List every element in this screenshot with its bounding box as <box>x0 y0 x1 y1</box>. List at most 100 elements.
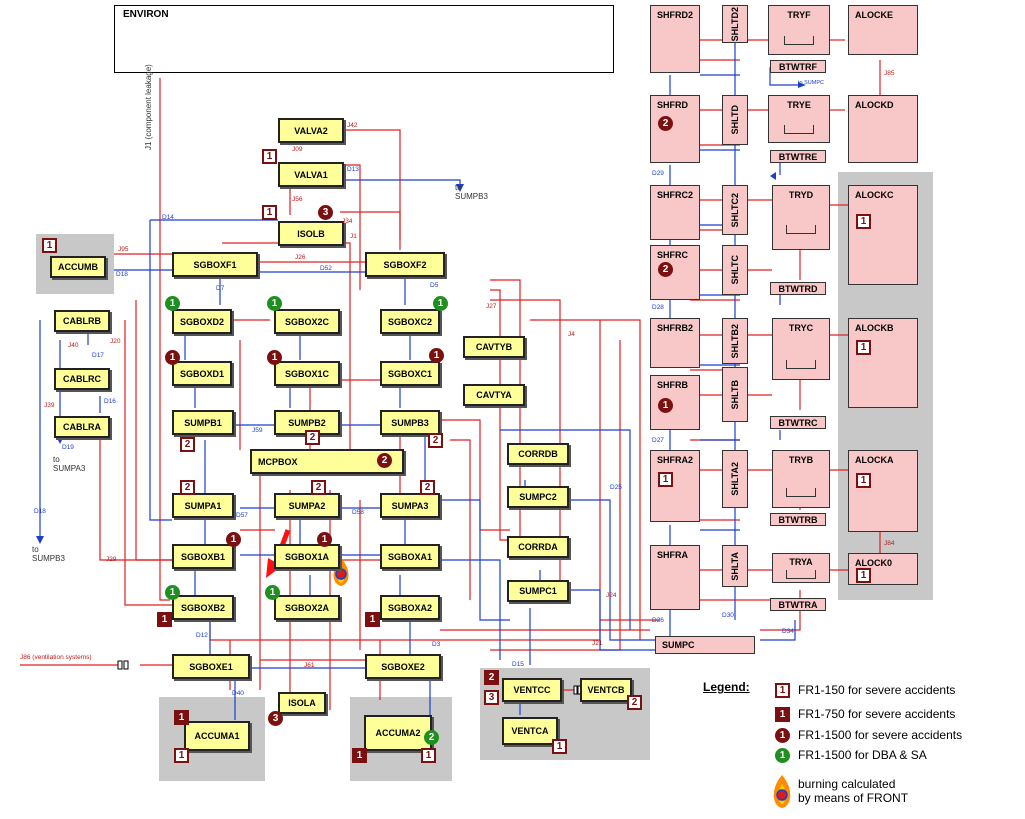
badge: 1 <box>856 340 871 355</box>
room-shfrc2[interactable]: SHFRC2 <box>650 185 700 240</box>
room-trye[interactable]: TRYE <box>768 95 830 143</box>
node-ventca[interactable]: VENTCA <box>502 717 558 745</box>
node-sgboxc1[interactable]: SGBOXC1 <box>380 361 440 386</box>
node-cavtya[interactable]: CAVTYA <box>463 384 525 406</box>
port-label: J20 <box>110 338 121 345</box>
node-sumpc1[interactable]: SUMPC1 <box>507 580 569 602</box>
node-accuma1[interactable]: ACCUMA1 <box>184 721 250 751</box>
node-sumpa2[interactable]: SUMPA2 <box>274 493 340 518</box>
room-shltb[interactable]: SHLTB <box>722 367 748 422</box>
node-sumpc2[interactable]: SUMPC2 <box>507 486 569 508</box>
node-sumpb3[interactable]: SUMPB3 <box>380 410 440 435</box>
room-btwtrb[interactable]: BTWTRB <box>770 513 826 526</box>
node-sgboxa2[interactable]: SGBOXA2 <box>380 595 440 620</box>
room-alockc[interactable]: ALOCKC <box>848 185 918 285</box>
room-shltb-label: SHLTB <box>730 379 740 410</box>
room-shlta[interactable]: SHLTA <box>722 545 748 587</box>
node-sgboxf1[interactable]: SGBOXF1 <box>172 252 258 277</box>
legend-badge: 1 <box>775 728 790 743</box>
room-shfrc[interactable]: SHFRC <box>650 245 700 300</box>
node-valva2[interactable]: VALVA2 <box>278 118 344 143</box>
port-label: J61 <box>304 662 315 669</box>
badge: 2 <box>627 695 642 710</box>
room-shltc[interactable]: SHLTC <box>722 245 748 295</box>
badge: 1 <box>421 748 436 763</box>
room-tryd[interactable]: TRYD <box>772 185 830 250</box>
node-corrdb[interactable]: CORRDB <box>507 443 569 465</box>
room-tryc[interactable]: TRYC <box>772 318 830 380</box>
node-sumpb1[interactable]: SUMPB1 <box>172 410 234 435</box>
port-label: D34 <box>782 628 794 635</box>
room-alocka[interactable]: ALOCKA <box>848 450 918 532</box>
badge: 1 <box>352 748 367 763</box>
node-sgboxc2[interactable]: SGBOXC2 <box>380 309 440 334</box>
badge: 1 <box>317 532 332 547</box>
port-label: J56 <box>292 196 303 203</box>
room-alockb[interactable]: ALOCKB <box>848 318 918 408</box>
node-sgbox1c[interactable]: SGBOX1C <box>274 361 340 386</box>
room-shfrb2[interactable]: SHFRB2 <box>650 318 700 368</box>
label-component-leakage: J1 (component leakage) <box>144 64 153 150</box>
room-shltc2[interactable]: SHLTC2 <box>722 185 748 235</box>
badge: 1 <box>365 612 380 627</box>
node-sgboxf2[interactable]: SGBOXF2 <box>365 252 445 277</box>
node-sgboxb1[interactable]: SGBOXB1 <box>172 544 234 569</box>
legend-item: FR1-150 for severe accidents <box>798 683 956 697</box>
node-sgboxd2[interactable]: SGBOXD2 <box>172 309 232 334</box>
room-btwtrd[interactable]: BTWTRD <box>770 282 826 295</box>
node-sumpa3[interactable]: SUMPA3 <box>380 493 440 518</box>
node-isolb[interactable]: ISOLB <box>278 221 344 246</box>
room-shltd[interactable]: SHLTD <box>722 95 748 145</box>
room-btwtre[interactable]: BTWTRE <box>770 150 826 163</box>
room-shfrd[interactable]: SHFRD <box>650 95 700 163</box>
node-cavtyb[interactable]: CAVTYB <box>463 336 525 358</box>
room-btwtrf[interactable]: BTWTRF <box>770 60 826 73</box>
node-sgboxe1[interactable]: SGBOXE1 <box>172 654 250 679</box>
room-alockd[interactable]: ALOCKD <box>848 95 918 163</box>
note-to-sumpb3-b: to SUMPB3 <box>32 545 65 563</box>
room-btwtrc[interactable]: BTWTRC <box>770 416 826 429</box>
node-sgbox2a[interactable]: SGBOX2A <box>274 595 340 620</box>
badge: 1 <box>165 350 180 365</box>
badge: 2 <box>424 730 439 745</box>
tray-mark <box>784 36 814 45</box>
port-label: J84 <box>884 540 895 547</box>
node-cablra[interactable]: CABLRA <box>54 416 110 438</box>
node-sumpa1[interactable]: SUMPA1 <box>172 493 234 518</box>
note-ventilation: J86 (ventilation systems) <box>20 654 92 661</box>
room-shfrd2[interactable]: SHFRD2 <box>650 5 700 73</box>
node-isola[interactable]: ISOLA <box>278 692 326 714</box>
port-label: D52 <box>320 265 332 272</box>
node-sgboxe2[interactable]: SGBOXE2 <box>365 654 441 679</box>
node-cablrb[interactable]: CABLRB <box>54 310 110 332</box>
node-ventcb[interactable]: VENTCB <box>580 678 632 702</box>
room-btwtra[interactable]: BTWTRA <box>770 598 826 611</box>
node-accumb[interactable]: ACCUMB <box>50 256 106 278</box>
node-sgboxa1[interactable]: SGBOXA1 <box>380 544 440 569</box>
node-accuma2[interactable]: ACCUMA2 <box>364 715 432 751</box>
port-label: D28 <box>652 304 664 311</box>
port-label: J21 <box>592 640 603 647</box>
room-shltb2[interactable]: SHLTB2 <box>722 318 748 364</box>
node-sgbox2c[interactable]: SGBOX2C <box>274 309 340 334</box>
node-sgboxd1[interactable]: SGBOXD1 <box>172 361 232 386</box>
room-alocke[interactable]: ALOCKE <box>848 5 918 55</box>
room-shfra[interactable]: SHFRA <box>650 545 700 610</box>
node-sgbox1a[interactable]: SGBOX1A <box>274 544 340 569</box>
room-shfrb[interactable]: SHFRB <box>650 375 700 430</box>
node-ventcc[interactable]: VENTCC <box>502 678 562 702</box>
node-valva1[interactable]: VALVA1 <box>278 162 344 187</box>
node-sgboxb2[interactable]: SGBOXB2 <box>172 595 234 620</box>
room-tryb[interactable]: TRYB <box>772 450 830 508</box>
room-shltd2[interactable]: SHLTD2 <box>722 5 748 43</box>
room-tryf[interactable]: TRYF <box>768 5 830 55</box>
environ-box: ENVIRON <box>114 5 614 73</box>
badge: 1 <box>267 350 282 365</box>
port-label: J26 <box>295 254 306 261</box>
badge: 3 <box>318 205 333 220</box>
node-cablrc[interactable]: CABLRC <box>54 368 110 390</box>
room-shlta2[interactable]: SHLTA2 <box>722 450 748 508</box>
room-sumpc[interactable]: SUMPC <box>655 636 755 654</box>
node-corrda[interactable]: CORRDA <box>507 536 569 558</box>
port-label: D15 <box>512 661 524 668</box>
